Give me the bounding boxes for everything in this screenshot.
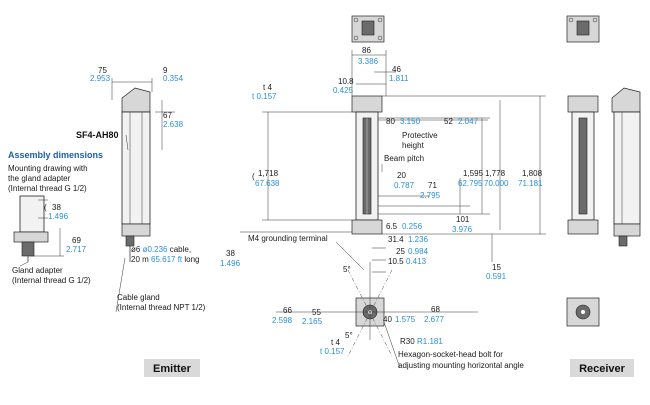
dim-67-in: 2.638 — [163, 120, 184, 129]
dim-80-mm: 80 — [386, 117, 395, 126]
dim-38a-mm: 38 — [52, 203, 61, 212]
cable-gland-label-1: Cable gland — [117, 293, 160, 302]
dim-t4a-mm: t 4 — [263, 83, 272, 92]
dim-15-in: 0.591 — [486, 272, 507, 281]
dim-10-8-mm: 10.8 — [338, 77, 354, 86]
dim-101-in: 3.976 — [452, 225, 473, 234]
dim-1595-in: 62.795 — [458, 179, 483, 188]
assembly-desc-3: (Internal thread G 1/2) — [8, 184, 87, 193]
dim-38a-in: 1.496 — [48, 212, 69, 221]
model-label: SF4-AH80 — [76, 130, 119, 140]
protective-height-1: Protective — [402, 131, 438, 140]
assembly-title: Assembly dimensions — [8, 150, 103, 160]
dim-6-5-in: 0.256 — [402, 222, 423, 231]
receiver-caption: Receiver — [579, 363, 626, 375]
dim-68-in: 2.677 — [424, 315, 445, 324]
dim-40-in: 1.575 — [395, 315, 416, 324]
dim-67-mm: 67 — [163, 111, 172, 120]
dim-101-mm: 101 — [456, 215, 470, 224]
dim-71-mm: 71 — [428, 181, 437, 190]
dim-86-in: 3.386 — [358, 57, 379, 66]
hex-bolt-label-1: Hexagon-socket-head bolt for — [398, 350, 503, 359]
front-view — [240, 50, 546, 262]
dim-25-mm: 25 — [396, 247, 405, 256]
dim-52-mm: 52 — [444, 117, 453, 126]
dim-1808-in: 71.181 — [518, 179, 543, 188]
dim-20-in: 0.787 — [394, 181, 415, 190]
dim-25-in: 0.984 — [408, 247, 429, 256]
assembly-detail — [13, 195, 64, 267]
emitter-caption-bg — [144, 359, 200, 377]
dim-1808-mm: 1,808 — [522, 169, 543, 178]
emitter-caption: Emitter — [153, 363, 192, 375]
svg-text:(: ( — [252, 172, 255, 181]
dim-t4b-mm: t 4 — [331, 338, 340, 347]
assembly-desc-1: Mounting drawing with — [8, 164, 88, 173]
beam-pitch-label: Beam pitch — [384, 154, 424, 163]
dim-20-mm: 20 — [397, 171, 406, 180]
dim-t4a-in: t 0.157 — [252, 92, 277, 101]
dim-66-mm: 66 — [283, 306, 292, 315]
dim-55-in: 2.165 — [302, 317, 323, 326]
assembly-desc-2: the gland adapter — [8, 174, 71, 183]
dim-10-5-mm: 10.5 — [388, 257, 404, 266]
dim-31-4-in: 1.236 — [408, 235, 429, 244]
dim-38b-in: 1.496 — [220, 259, 241, 268]
dim-38b-mm: 38 — [226, 249, 235, 258]
side-view — [111, 78, 175, 262]
angle-top: 5° — [343, 265, 351, 274]
dim-40-mm: 40 — [383, 315, 392, 324]
dim-1595-mm: 1,595 — [463, 169, 484, 178]
sensor-body-side — [121, 111, 151, 225]
angle-bottom: 5° — [345, 331, 353, 340]
dim-75-in: 2.953 — [90, 74, 111, 83]
dim-52-in: 2.047 — [458, 117, 479, 126]
dim-10-5-in: 0.413 — [406, 257, 427, 266]
hex-bolt-label-2: adjusting mounting horizontal angle — [398, 361, 524, 370]
dim-1778-mm: 1,778 — [485, 169, 506, 178]
receiver-side-view — [611, 87, 641, 247]
dim-55-mm: 55 — [312, 308, 321, 317]
dim-1718-in: 67.638 — [255, 179, 280, 188]
dim-r30-in: R1.181 — [417, 337, 443, 346]
dim-1778-in: 70.000 — [484, 179, 509, 188]
dim-15-mm: 15 — [492, 263, 501, 272]
cable-label-1: ø6 ø0.236 cable, — [131, 245, 191, 254]
receiver-front-view — [567, 95, 599, 235]
dim-1718-mm: 1,718 — [258, 169, 279, 178]
receiver-caption-bg — [570, 359, 634, 377]
bottom-view — [276, 247, 478, 369]
bottom-bracket — [121, 223, 151, 237]
svg-text:(: ( — [44, 203, 47, 212]
dim-80-in: 3.150 — [400, 117, 421, 126]
dim-31-4-mm: 31.4 — [388, 235, 404, 244]
dim-69-in: 2.717 — [66, 245, 87, 254]
gland-adapter-label-1: Gland adapter — [12, 266, 63, 275]
dim-68-mm: 68 — [431, 305, 440, 314]
gland-adapter-part — [21, 241, 35, 257]
dim-46-in: 1.811 — [389, 74, 409, 83]
dim-10-8-in: 0.425 — [333, 86, 354, 95]
protective-height-2: height — [402, 141, 425, 150]
dim-9-mm: 9 — [163, 66, 168, 75]
top-bracket — [121, 87, 151, 113]
dim-t4b-in: t 0.157 — [320, 347, 345, 356]
dim-86-mm: 86 — [362, 46, 371, 55]
dim-9-in: 0.354 — [163, 74, 184, 83]
dim-r30-mm: R30 — [400, 337, 415, 346]
cable-gland-label-2: (Internal thread NPT 1/2) — [117, 303, 206, 312]
dim-75-mm: 75 — [98, 66, 107, 75]
dim-66-in: 2.598 — [272, 316, 293, 325]
receiver-top-view — [566, 15, 600, 43]
gland-adapter-label-2: (Internal thread G 1/2) — [12, 276, 91, 285]
dim-6-5-mm: 6.5 — [386, 222, 398, 231]
top-view-top — [351, 15, 385, 43]
receiver-bottom-view — [566, 297, 600, 327]
dim-69-mm: 69 — [72, 236, 81, 245]
cable-label-2: 20 m 65.617 ft long — [131, 255, 200, 264]
dim-46-mm: 46 — [392, 65, 401, 74]
m4-terminal-label: M4 grounding terminal — [248, 234, 328, 243]
dim-71-in: 2.795 — [420, 191, 441, 200]
